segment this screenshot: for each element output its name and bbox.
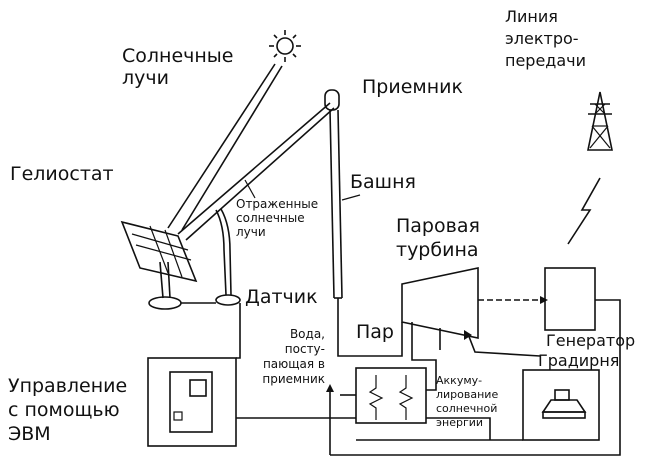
transmission-label-line2: электро- (505, 29, 579, 48)
lightning-icon (567, 177, 601, 245)
control-label-line1: Управление (8, 375, 127, 397)
heliostat-stand (148, 261, 182, 310)
transmission-label-line1: Линия (505, 7, 558, 26)
cooling-tower-icon (541, 389, 587, 419)
computer-control-box (147, 357, 237, 447)
steam-turbine (401, 267, 479, 339)
heliostat-mirror (120, 220, 198, 283)
turbine-generator-arrow (478, 296, 548, 304)
storage-label-line2: лирование (436, 388, 498, 401)
steam-label: Пар (356, 321, 394, 343)
sensor-label: Датчик (245, 286, 318, 308)
control-label-line2: с помощью (8, 399, 120, 421)
generator-feedback-line (330, 299, 621, 456)
water-label-line3: пающая в (263, 357, 325, 371)
storage-label-line3: солнечной (436, 402, 497, 415)
water-label-line4: приемник (262, 372, 325, 386)
storage-label-line4: энергии (436, 416, 483, 429)
steam-pipe (337, 298, 403, 357)
heater-coil-1 (368, 375, 384, 420)
transmission-label-line3: передачи (505, 51, 586, 70)
reflected-label-line3: лучи (236, 225, 266, 239)
turbine-label-line1: Паровая (396, 215, 480, 237)
turbine-storage-pipe (411, 322, 437, 391)
receiver-unit (324, 89, 340, 111)
sensor-device (215, 208, 241, 306)
heliostat-label: Гелиостат (10, 163, 114, 185)
reflected-label-line1: Отраженные (236, 197, 318, 211)
tower-label: Башня (350, 171, 416, 193)
transmission-tower-icon (587, 91, 613, 151)
turbine-cooling-arrow (464, 330, 541, 357)
turbine-label-line2: турбина (396, 239, 479, 261)
water-up-arrow (326, 384, 334, 455)
heater-coil-2 (398, 375, 414, 420)
storage-cooling-wire (426, 417, 491, 440)
sensor-computer-wire (236, 303, 241, 359)
generator-label: Генератор (546, 331, 635, 350)
computer-icon (169, 371, 213, 433)
reflected-label-line2: солнечные (236, 211, 305, 225)
water-label-line2: посту- (285, 342, 325, 356)
tower-leader-line (341, 194, 361, 201)
water-label-line1: Вода, (290, 327, 325, 341)
receiver-label: Приемник (362, 76, 463, 98)
incoming-sun-rays (167, 63, 283, 231)
sun-icon (269, 30, 301, 62)
solar-rays-label-line2: лучи (122, 67, 169, 89)
cooling-tower-label: Градирня (538, 351, 619, 370)
generator-box (544, 267, 596, 331)
control-label-line3: ЭВМ (8, 423, 51, 445)
storage-label-line1: Аккуму- (436, 374, 482, 387)
solar-rays-label-line1: Солнечные (122, 45, 234, 67)
cooling-tower-box (522, 369, 600, 441)
reflected-rays (177, 102, 335, 241)
tower (329, 109, 343, 299)
reflected-leader-line (244, 179, 256, 199)
storage-tank (355, 367, 427, 424)
